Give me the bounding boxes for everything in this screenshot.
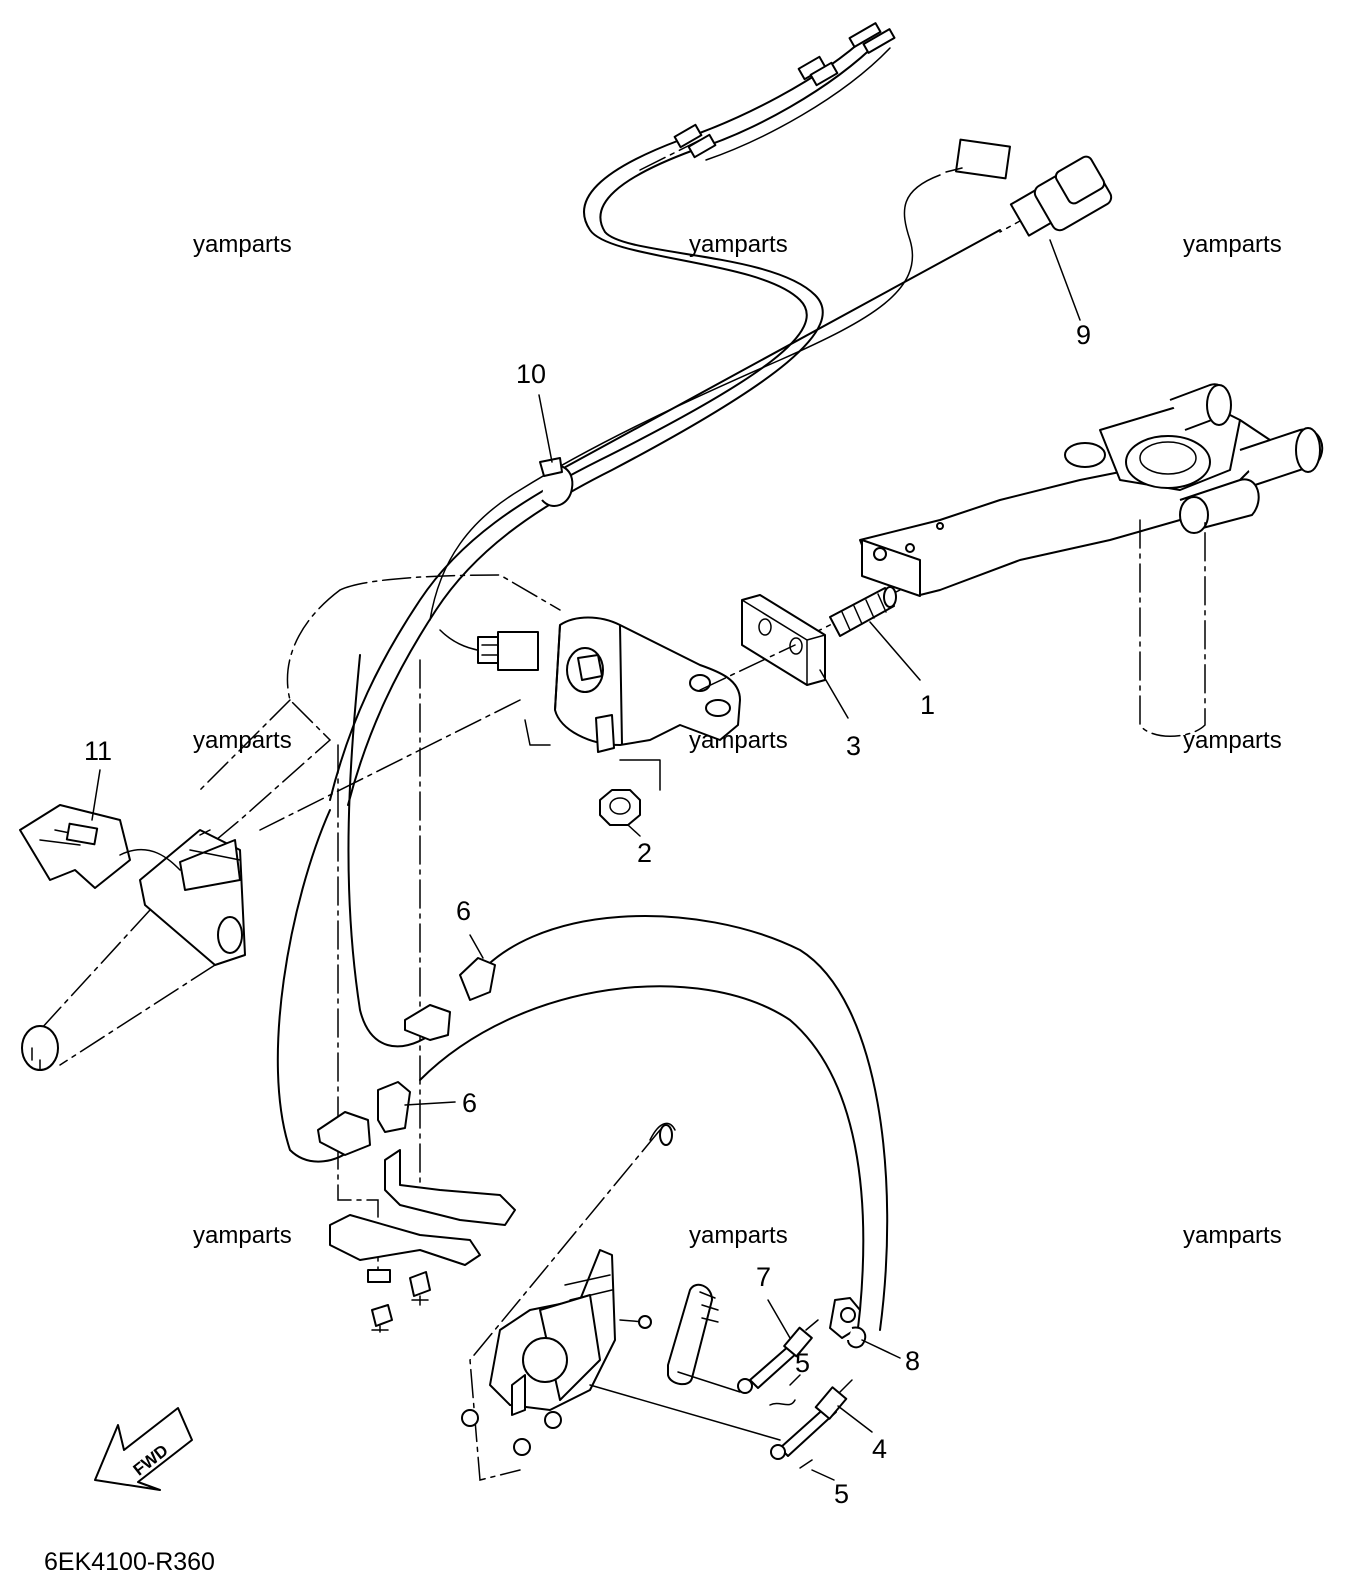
bottom-joints: 7 5 4 5 8 (737, 1262, 920, 1509)
part-2-nut: 2 (599, 789, 652, 868)
callout-7: 7 (756, 1262, 771, 1292)
cable-bundle (329, 22, 896, 806)
remote-control-bracket (259, 574, 796, 831)
part-3-plate: 3 (741, 594, 861, 761)
watermark: yamparts (689, 1222, 788, 1249)
callout-4: 4 (872, 1434, 887, 1464)
part-11-switch: 11 (19, 736, 181, 889)
callout-6: 6 (462, 1088, 477, 1118)
callout-6: 6 (456, 896, 471, 926)
callout-10: 10 (516, 359, 546, 389)
watermark: yamparts (1183, 727, 1282, 754)
watermarks: yamparts yamparts yamparts yamparts yamp… (193, 231, 1282, 1249)
part-10-clamp: 10 (516, 359, 574, 507)
callout-1: 1 (920, 690, 935, 720)
watermark: yamparts (193, 231, 292, 258)
callout-11: 11 (84, 736, 112, 766)
steering-bracket (859, 383, 1324, 737)
wire-harness-top (429, 138, 1011, 621)
lower-brackets (329, 1149, 516, 1333)
callout-2: 2 (637, 838, 652, 868)
watermark: yamparts (1183, 231, 1282, 258)
diagram-code: 6EK4100-R360 (44, 1548, 215, 1576)
callout-5: 5 (834, 1479, 849, 1509)
link-assembly (461, 1122, 781, 1481)
watermark: yamparts (1183, 1222, 1282, 1249)
watermark: yamparts (193, 727, 292, 754)
tiller-arm (21, 589, 341, 1071)
fwd-arrow-icon: FWD (94, 1407, 193, 1491)
watermark: yamparts (193, 1222, 292, 1249)
part-1-stud-bolt: 1 (799, 586, 935, 720)
part-6-clamps: 6 6 (317, 896, 496, 1156)
callout-3: 3 (846, 731, 861, 761)
part-9-connector: 9 (559, 155, 1113, 471)
callout-5: 5 (795, 1348, 810, 1378)
callout-9: 9 (1076, 320, 1091, 350)
harness-connector (439, 629, 539, 671)
callout-8: 8 (905, 1346, 920, 1376)
watermark: yamparts (689, 231, 788, 258)
